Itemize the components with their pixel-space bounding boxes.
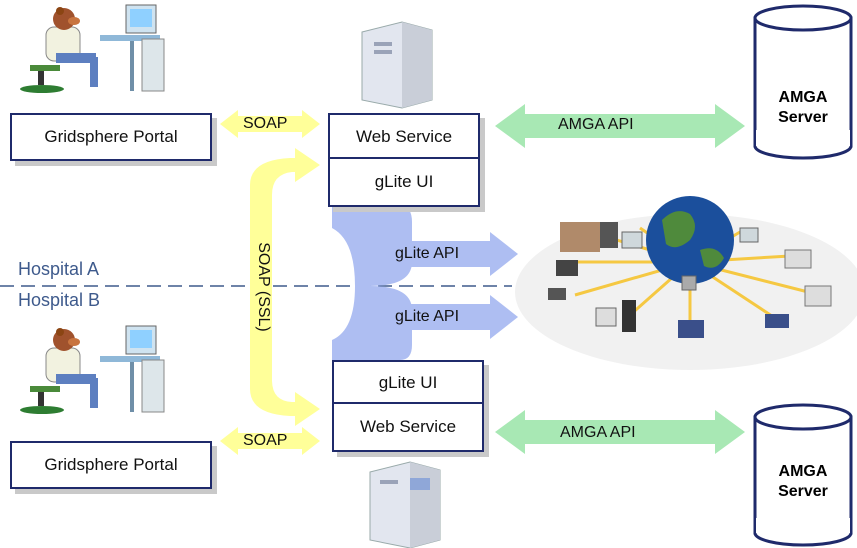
hospital-a-label: Hospital A xyxy=(18,259,100,279)
amga-server-label-bottom: AMGA Server xyxy=(755,462,851,506)
glite-ui-label-top: gLite UI xyxy=(374,172,434,191)
gridsphere-portal-label-top: Gridsphere Portal xyxy=(44,127,178,146)
gridsphere-portal-box-bottom: Gridsphere Portal xyxy=(10,441,212,489)
amga-server-cylinder-top xyxy=(753,4,853,160)
amga-server-top-line1: AMGA xyxy=(778,89,828,106)
soap-arrow-top xyxy=(220,110,320,138)
amga-server-top-line2: Server xyxy=(778,109,828,126)
server-tower-icon-bottom xyxy=(369,461,441,548)
glite-api-label-bottom: gLite API xyxy=(395,308,460,325)
soap-ssl-arrow xyxy=(250,148,320,426)
soap-ssl-label: SOAP (SSL) xyxy=(254,242,272,332)
soap-label-bottom: SOAP xyxy=(243,432,288,449)
soap-arrow-bottom xyxy=(220,427,320,455)
glite-ui-label-bottom: gLite UI xyxy=(378,373,438,392)
user-at-computer-icon-bottom xyxy=(20,325,165,414)
amga-api-label-bottom: AMGA API xyxy=(560,424,636,441)
amga-server-bottom-line2: Server xyxy=(778,483,828,500)
glite-api-arrow-top xyxy=(380,232,518,276)
amga-api-label-top: AMGA API xyxy=(558,116,634,133)
amga-server-bottom-line1: AMGA xyxy=(778,463,828,480)
glite-ui-box-bottom: gLite UI xyxy=(332,360,484,406)
gridsphere-portal-box-top: Gridsphere Portal xyxy=(10,113,212,161)
web-service-box-top: Web Service xyxy=(328,113,480,161)
gridsphere-portal-label-bottom: Gridsphere Portal xyxy=(44,455,178,474)
glite-ui-box-top: gLite UI xyxy=(328,157,480,207)
glite-connector xyxy=(332,206,412,360)
web-service-label-top: Web Service xyxy=(355,127,453,146)
grid-globe-illustration xyxy=(515,196,857,370)
user-at-computer-icon-top xyxy=(20,4,165,93)
hospital-b-label: Hospital B xyxy=(18,290,101,310)
soap-label-top: SOAP xyxy=(243,115,288,132)
amga-api-arrow-top xyxy=(495,104,745,148)
amga-server-cylinder-bottom xyxy=(753,403,853,547)
glite-api-arrow-bottom xyxy=(380,295,518,339)
amga-server-label-top: AMGA Server xyxy=(755,88,851,132)
web-service-box-bottom: Web Service xyxy=(332,402,484,452)
server-tower-icon-top xyxy=(361,21,433,109)
glite-api-label-top: gLite API xyxy=(395,245,460,262)
amga-api-arrow-bottom xyxy=(495,410,745,454)
web-service-label-bottom: Web Service xyxy=(359,417,457,436)
